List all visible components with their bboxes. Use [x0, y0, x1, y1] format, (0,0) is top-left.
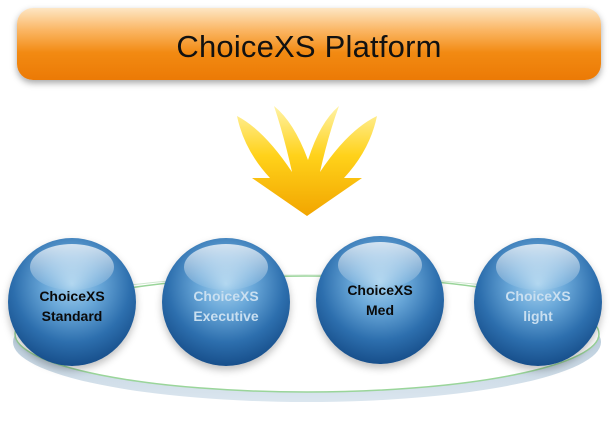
product-sphere-standard: ChoiceXS Standard	[8, 238, 136, 366]
platform-banner: ChoiceXS Platform	[17, 8, 601, 80]
product-label: ChoiceXS Standard	[39, 288, 105, 324]
product-sphere-med: ChoiceXS Med	[316, 236, 444, 364]
product-label: ChoiceXS light	[505, 288, 571, 324]
product-label: ChoiceXS Executive	[193, 288, 259, 324]
product-sphere-light: ChoiceXS light	[474, 238, 602, 366]
down-arrow-icon	[237, 106, 377, 216]
platform-title: ChoiceXS Platform	[176, 29, 442, 64]
product-label: ChoiceXS Med	[347, 282, 413, 318]
product-sphere-executive: ChoiceXS Executive	[162, 238, 290, 366]
